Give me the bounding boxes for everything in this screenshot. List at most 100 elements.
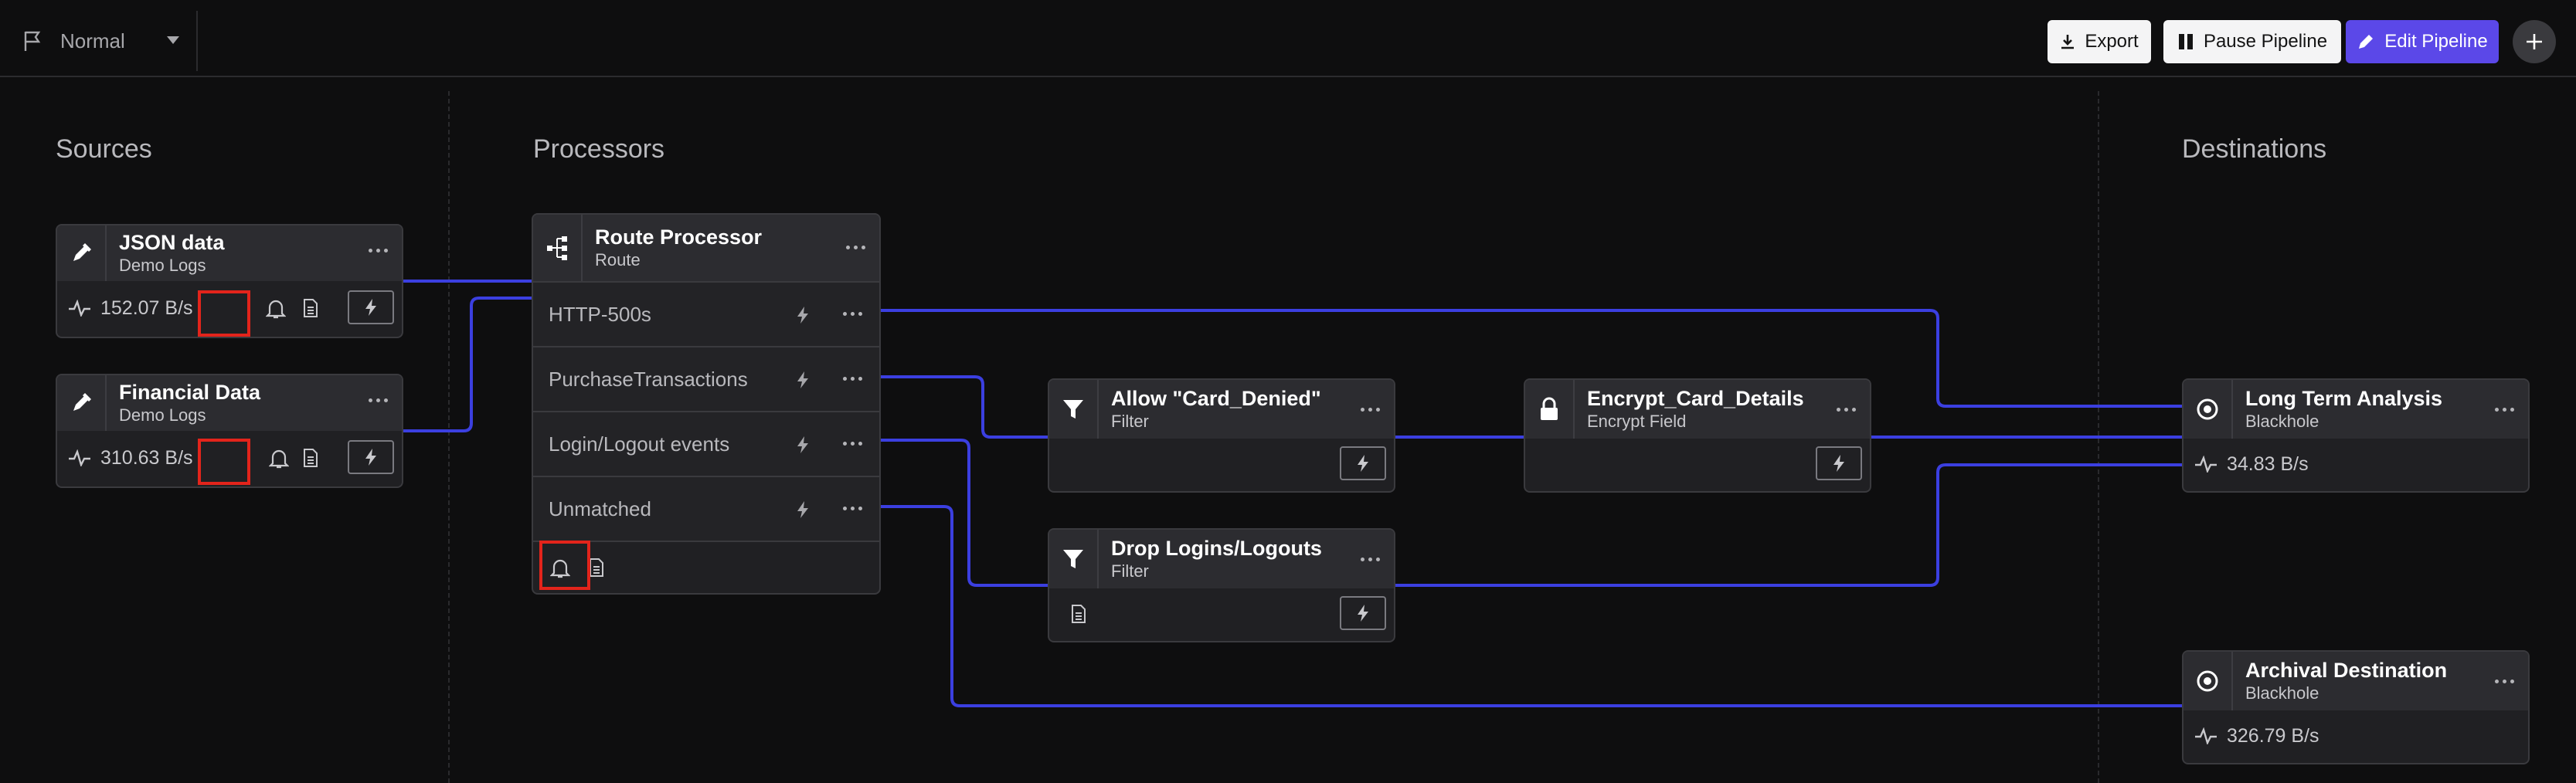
file-icon[interactable]: [303, 298, 318, 318]
edge-financial-to-route: [402, 297, 533, 432]
destination-node-archival-destination[interactable]: Archival Destination Blackhole 326.79 B/…: [2182, 650, 2530, 764]
more-options-icon[interactable]: [1361, 408, 1380, 412]
node-title: Financial Data: [119, 381, 261, 405]
pulse-icon: [69, 449, 90, 466]
edge-unmatched-to-archival: [879, 505, 2185, 707]
edge-purchase-to-allow: [879, 375, 1049, 439]
node-header: Allow "Card_Denied" Filter: [1049, 380, 1394, 439]
node-title: Route Processor: [595, 225, 763, 249]
file-icon[interactable]: [589, 558, 604, 578]
route-processor-node[interactable]: Route Processor Route HTTP-500s Purchase…: [532, 213, 881, 595]
route-row-login-logout-events[interactable]: Login/Logout events: [533, 411, 879, 476]
more-options-icon[interactable]: [843, 442, 862, 446]
node-subtitle: Filter: [1111, 561, 1149, 581]
pulse-icon: [2195, 727, 2217, 744]
route-label: HTTP-500s: [549, 302, 651, 326]
more-options-icon[interactable]: [843, 377, 862, 381]
bolt-icon: [1358, 605, 1368, 622]
node-footer: [533, 541, 879, 593]
encrypt-node[interactable]: Encrypt_Card_Details Encrypt Field: [1524, 378, 1871, 493]
destinations-title: Destinations: [2182, 134, 2327, 164]
node-header: Encrypt_Card_Details Encrypt Field: [1525, 380, 1870, 439]
column-divider: [448, 91, 450, 783]
node-subtitle: Demo Logs: [119, 255, 206, 275]
node-body: 326.79 B/s: [2183, 709, 2528, 763]
edge-http500-to-longterm: [879, 309, 2185, 408]
bolt-icon: [365, 449, 376, 466]
more-options-icon[interactable]: [843, 507, 862, 510]
top-toolbar: Normal Export Pause Pipeline Edit Pipeli…: [0, 0, 2576, 77]
highlight-box: [198, 290, 250, 337]
node-subtitle: Encrypt Field: [1587, 411, 1687, 431]
node-title: Drop Logins/Logouts: [1111, 537, 1322, 561]
target-icon: [2183, 652, 2233, 710]
node-header: JSON data Demo Logs: [57, 225, 402, 281]
more-options-icon[interactable]: [2495, 680, 2514, 683]
node-title: Long Term Analysis: [2245, 387, 2443, 411]
node-body: [1049, 587, 1394, 641]
tap-button[interactable]: [1340, 596, 1386, 630]
filter-node-drop-logins-logouts[interactable]: Drop Logins/Logouts Filter: [1048, 528, 1395, 642]
eyedropper-icon: [57, 375, 107, 431]
filter-icon: [1049, 380, 1099, 439]
filter-node-allow-card-denied[interactable]: Allow "Card_Denied" Filter: [1048, 378, 1395, 493]
bell-icon[interactable]: [266, 298, 286, 320]
edit-pipeline-button[interactable]: Edit Pipeline: [2346, 20, 2499, 63]
pulse-icon: [69, 300, 90, 317]
node-body: 34.83 B/s: [2183, 437, 2528, 491]
eyedropper-icon: [57, 225, 107, 281]
more-options-icon[interactable]: [369, 249, 388, 253]
more-options-icon[interactable]: [2495, 408, 2514, 412]
bolt-icon[interactable]: [796, 500, 810, 519]
bolt-icon[interactable]: [796, 436, 810, 454]
node-body: 152.07 B/s: [57, 280, 402, 337]
pause-pipeline-button[interactable]: Pause Pipeline: [2163, 20, 2341, 63]
environment-select[interactable]: Normal: [11, 11, 198, 71]
bolt-icon[interactable]: [796, 306, 810, 324]
node-subtitle: Filter: [1111, 411, 1149, 431]
bell-icon[interactable]: [550, 558, 570, 579]
node-body: 310.63 B/s: [57, 429, 402, 486]
source-node-json-data[interactable]: JSON data Demo Logs 152.07 B/s: [56, 224, 403, 338]
route-row-purchase-transactions[interactable]: PurchaseTransactions: [533, 346, 879, 411]
route-row-unmatched[interactable]: Unmatched: [533, 476, 879, 541]
more-options-icon[interactable]: [1837, 408, 1856, 412]
plus-icon: [2527, 34, 2542, 49]
pencil-icon: [2359, 35, 2374, 49]
chevron-down-icon[interactable]: [167, 36, 179, 44]
more-options-icon[interactable]: [843, 312, 862, 316]
pulse-icon: [2195, 456, 2217, 473]
pause-icon: [2178, 34, 2193, 49]
more-options-icon[interactable]: [1361, 558, 1380, 561]
tap-button[interactable]: [348, 440, 394, 474]
file-icon[interactable]: [1071, 604, 1086, 624]
tap-button[interactable]: [348, 290, 394, 324]
bolt-icon[interactable]: [796, 371, 810, 389]
destination-node-long-term-analysis[interactable]: Long Term Analysis Blackhole 34.83 B/s: [2182, 378, 2530, 493]
more-options-icon[interactable]: [846, 246, 865, 249]
node-subtitle: Blackhole: [2245, 683, 2319, 703]
export-button[interactable]: Export: [2048, 20, 2151, 63]
node-subtitle: Route: [595, 249, 641, 269]
more-options-icon[interactable]: [369, 398, 388, 402]
node-subtitle: Blackhole: [2245, 411, 2319, 431]
environment-label: Normal: [60, 29, 125, 53]
node-title: JSON data: [119, 231, 225, 255]
bolt-icon: [1358, 455, 1368, 472]
file-icon[interactable]: [303, 448, 318, 468]
filter-icon: [1049, 530, 1099, 588]
add-button[interactable]: [2513, 20, 2556, 63]
node-header: Drop Logins/Logouts Filter: [1049, 530, 1394, 588]
route-icon: [533, 215, 583, 281]
route-label: Login/Logout events: [549, 432, 730, 456]
tap-button[interactable]: [1340, 446, 1386, 480]
route-row-http-500s[interactable]: HTTP-500s: [533, 281, 879, 346]
tap-button[interactable]: [1816, 446, 1862, 480]
throughput: 310.63 B/s: [68, 447, 193, 469]
node-subtitle: Demo Logs: [119, 405, 206, 425]
source-node-financial-data[interactable]: Financial Data Demo Logs 310.63 B/s: [56, 374, 403, 488]
highlight-box: [198, 439, 250, 485]
bell-icon[interactable]: [269, 448, 289, 469]
node-title: Archival Destination: [2245, 659, 2448, 683]
